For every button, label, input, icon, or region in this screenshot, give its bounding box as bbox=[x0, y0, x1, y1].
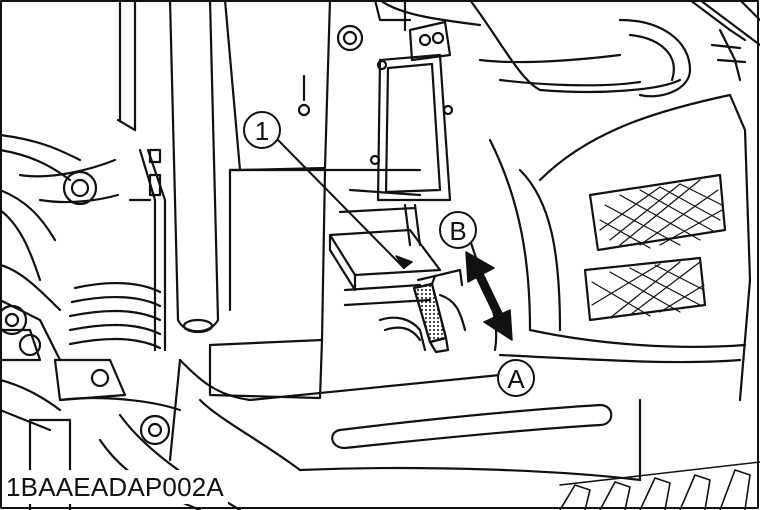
upper-vent bbox=[588, 173, 727, 252]
spring-coil bbox=[68, 281, 162, 350]
left-machinery bbox=[0, 133, 242, 510]
callout-b-label: B bbox=[449, 216, 466, 246]
upper-vent-mesh bbox=[599, 179, 723, 249]
track-teeth bbox=[559, 461, 760, 510]
console-housing bbox=[208, 0, 454, 400]
front-hood bbox=[168, 93, 760, 510]
callout-b: B bbox=[439, 211, 477, 249]
callout-1-label: 1 bbox=[255, 116, 269, 146]
lever-handle bbox=[412, 268, 467, 354]
seat-and-fender bbox=[378, 0, 760, 98]
callout-1: 1 bbox=[243, 111, 281, 149]
figure-code: 1BAAEADAP002A bbox=[6, 470, 228, 504]
leader-line bbox=[277, 139, 413, 269]
callout-a-label: A bbox=[507, 364, 525, 394]
posts bbox=[116, 0, 220, 352]
callout-a: A bbox=[497, 359, 535, 397]
lower-vent bbox=[583, 256, 707, 322]
lower-vent-mesh bbox=[591, 261, 705, 319]
front-slot bbox=[331, 403, 613, 450]
movement-arrow bbox=[465, 251, 513, 341]
